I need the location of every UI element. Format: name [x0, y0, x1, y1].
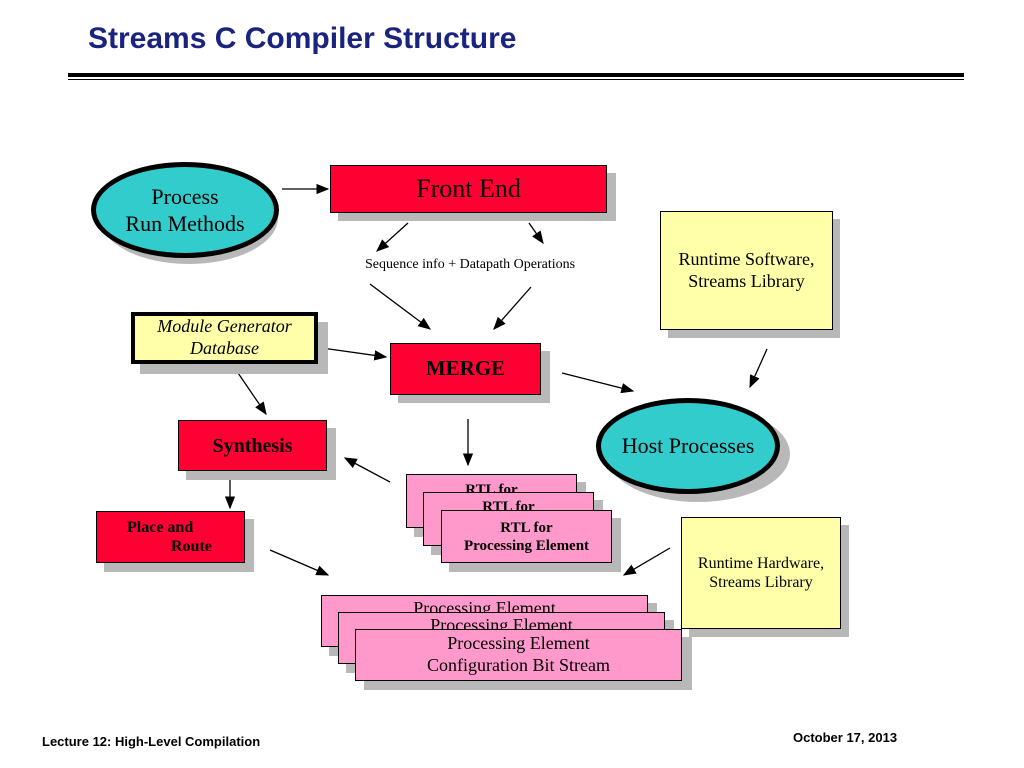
- arrow-merge-to-host: [561, 372, 635, 394]
- footer-lecture: Lecture 12: High-Level Compilation: [42, 734, 261, 749]
- arrow-placeroute-to-pe: [269, 549, 330, 576]
- process-run-methods-node: Process Run Methods: [91, 162, 279, 258]
- pe-config-front-line2: Configuration Bit Stream: [427, 655, 610, 675]
- arrow-runtime-sw-to-host: [749, 348, 768, 389]
- pe-config-front-line1: Processing Element: [447, 633, 590, 654]
- arrow-modgen-to-synthesis: [235, 369, 267, 416]
- merge-label: MERGE: [425, 356, 506, 381]
- place-and-route-node: Place and Route: [96, 511, 245, 563]
- process-run-line2: Run Methods: [125, 211, 245, 236]
- module-generator-database-node: Module Generator Database: [131, 312, 318, 364]
- arrow-rtl-to-synthesis: [343, 457, 391, 483]
- module-generator-line2: Database: [190, 338, 259, 358]
- arrow-seq-to-merge-left: [369, 283, 432, 330]
- footer-date: October 17, 2013: [793, 730, 898, 745]
- rtl-front-line1: RTL for: [500, 519, 553, 536]
- place-route-line2: Route: [171, 538, 212, 555]
- process-run-line1: Process: [151, 183, 219, 209]
- rtl-front-line2: Processing Element: [463, 537, 590, 554]
- runtime-software-node: Runtime Software, Streams Library: [660, 211, 833, 330]
- arrow-frontend-to-seq-right: [528, 222, 544, 245]
- runtime-hardware-line1: Runtime Hardware,: [697, 554, 825, 572]
- slide-title: Streams C Compiler Structure: [88, 22, 517, 55]
- merge-node: MERGE: [390, 343, 541, 395]
- module-generator-line1: Module Generator: [157, 316, 292, 337]
- synthesis-label: Synthesis: [212, 434, 293, 457]
- title-rule-thick: [68, 73, 964, 77]
- arrow-seq-to-merge-right: [493, 286, 532, 330]
- runtime-software-line2: Streams Library: [688, 270, 805, 291]
- place-route-line1: Place and: [127, 518, 194, 536]
- title-rule-thin: [68, 79, 964, 80]
- host-processes-node: Host Processes: [596, 398, 780, 494]
- runtime-software-line1: Runtime Software,: [678, 248, 815, 269]
- host-processes-label: Host Processes: [621, 433, 755, 459]
- sequence-info-label: Sequence info + Datapath Operations: [365, 257, 576, 272]
- runtime-hardware-line2: Streams Library: [709, 574, 813, 591]
- runtime-hardware-node: Runtime Hardware, Streams Library: [681, 517, 841, 629]
- synthesis-node: Synthesis: [178, 420, 327, 471]
- rtl-node-front: RTL for Processing Element: [441, 510, 612, 563]
- arrow-runtime-hw-to-rtl: [622, 547, 671, 576]
- pe-config-node-front: Processing Element Configuration Bit Str…: [355, 629, 682, 681]
- arrow-frontend-to-seq-left: [376, 222, 409, 252]
- arrow-modgen-to-merge: [321, 347, 388, 361]
- front-end-label: Front End: [416, 174, 521, 204]
- front-end-node: Front End: [330, 165, 607, 213]
